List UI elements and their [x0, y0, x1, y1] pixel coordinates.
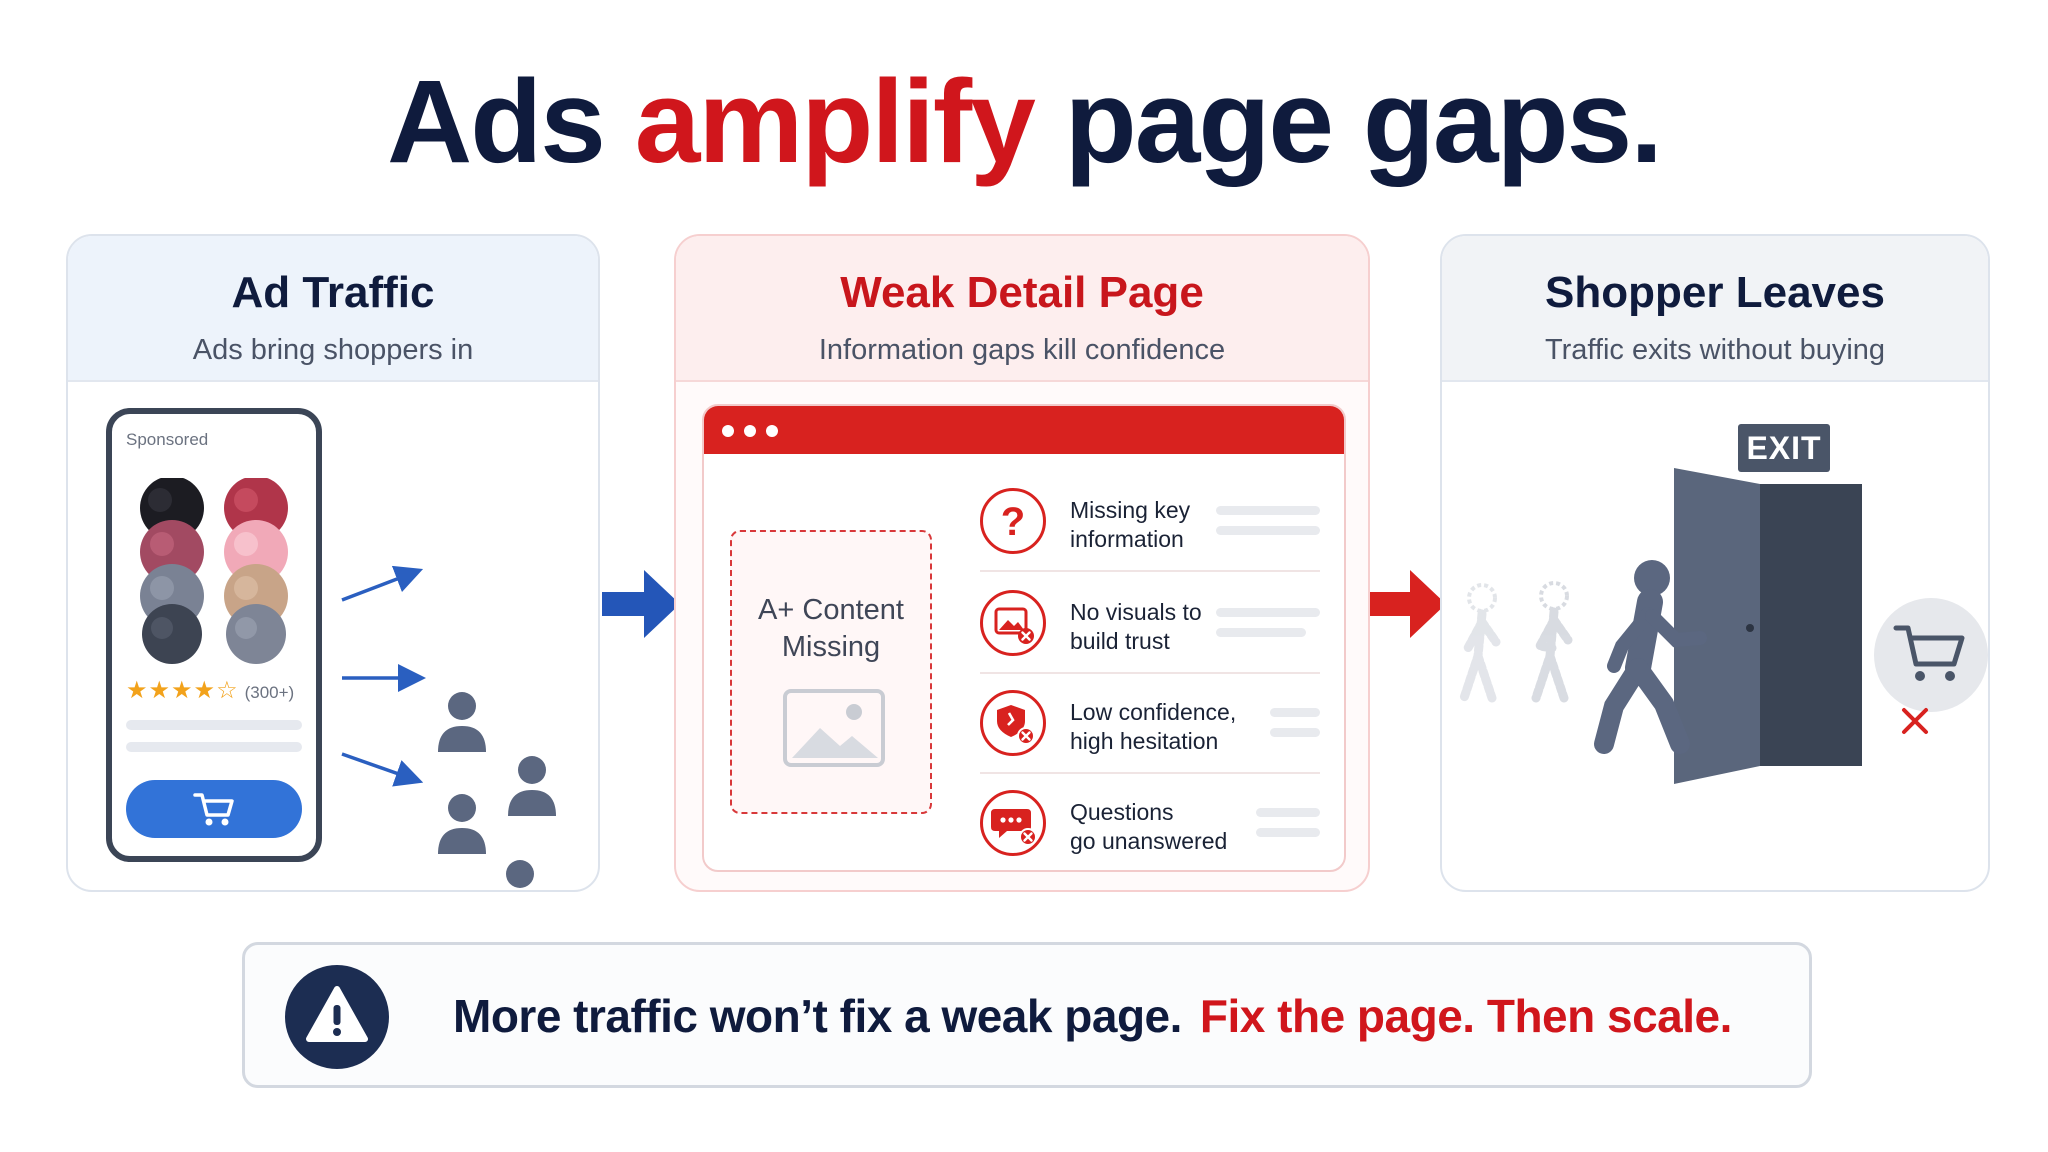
weak-detail-subtitle: Information gaps kill confidence	[818, 334, 1226, 366]
placeholder-line	[1216, 628, 1306, 637]
review-count: (300+)	[244, 683, 295, 702]
image-placeholder-icon	[783, 689, 885, 767]
chat-error-icon	[980, 790, 1046, 856]
cart-circle	[1874, 598, 1988, 712]
warning-icon	[285, 965, 389, 1069]
divider	[980, 672, 1320, 674]
exit-scene	[1459, 468, 1862, 784]
window-dot	[722, 425, 734, 437]
svg-text:?: ?	[1001, 500, 1025, 544]
faded-person-icon	[1531, 581, 1573, 703]
shopper-person-icon	[508, 756, 556, 816]
sponsored-label: Sponsored	[126, 430, 209, 449]
aplus-content-placeholder: A+ Content Missing	[730, 530, 932, 814]
banner-accent-text: Fix the page. Then scale.	[1199, 990, 1733, 1042]
shopper-person-icon	[438, 692, 486, 752]
stars: ★★★★☆	[126, 677, 239, 704]
traffic-arrows	[341, 565, 426, 787]
exit-sign: EXIT	[1738, 424, 1830, 472]
placeholder-line	[126, 720, 302, 730]
issue-row-low-confidence: Low confidence,high hesitation	[980, 672, 1320, 772]
phone-mockup: Sponsored ★★★★☆ (300+)	[106, 408, 322, 862]
ad-traffic-header: Ad Traffic Ads bring shoppers in	[68, 236, 598, 382]
shopper-person-icon	[438, 794, 486, 854]
placeholder-line	[1270, 708, 1320, 717]
ad-traffic-panel: Ad Traffic Ads bring shoppers in Sponsor…	[66, 234, 600, 892]
product-image-icon	[140, 478, 288, 664]
flow-arrow-right-icon	[1370, 570, 1446, 638]
broken-shield-icon	[980, 690, 1046, 756]
x-icon	[1902, 708, 1928, 734]
placeholder-line	[1216, 608, 1320, 617]
ad-traffic-title: Ad Traffic	[231, 268, 435, 317]
placeholder-line	[1216, 526, 1320, 535]
aplus-label: A+ Content Missing	[732, 592, 930, 666]
cart-icon	[1893, 625, 1965, 681]
shopper-leaves-subtitle: Traffic exits without buying	[1544, 334, 1886, 366]
flow-arrow-right-icon	[602, 570, 680, 638]
browser-title-bar	[704, 406, 1344, 454]
weak-detail-panel: Weak Detail Page Information gaps kill c…	[674, 234, 1370, 892]
headline-part2: page gaps.	[1064, 56, 1663, 188]
no-image-icon	[980, 590, 1046, 656]
weak-detail-title: Weak Detail Page	[840, 268, 1204, 317]
bottom-banner: More traffic won’t fix a weak page. Fix t…	[242, 942, 1812, 1088]
walking-person-icon	[1594, 560, 1707, 754]
rating-stars: ★★★★☆ (300+)	[126, 676, 294, 705]
divider	[980, 772, 1320, 774]
shopper-person-icon	[506, 860, 534, 888]
add-to-cart-button[interactable]	[126, 780, 302, 838]
placeholder-line	[1270, 728, 1320, 737]
shopper-leaves-header: Shopper Leaves Traffic exits without buy…	[1442, 236, 1988, 382]
headline-accent: amplify	[634, 56, 1036, 188]
placeholder-line	[126, 742, 302, 752]
aplus-line2: Missing	[781, 631, 881, 663]
issue-text: Low confidence,high hesitation	[1070, 699, 1237, 754]
placeholder-line	[1216, 506, 1320, 515]
faded-person-icon	[1459, 583, 1501, 703]
door-frame-icon	[1756, 484, 1862, 766]
shopper-leaves-title: Shopper Leaves	[1545, 268, 1885, 317]
headline-part1: Ads	[386, 56, 606, 188]
divider	[980, 570, 1320, 572]
banner-message: More traffic won’t fix a weak page. Fix t…	[453, 989, 1732, 1043]
placeholder-line	[1256, 808, 1320, 817]
door-icon	[1674, 468, 1760, 784]
window-dot	[744, 425, 756, 437]
banner-main-text: More traffic won’t fix a weak page.	[453, 990, 1182, 1042]
headline: Ads amplify page gaps.	[0, 56, 2048, 188]
cart-icon	[193, 793, 234, 826]
placeholder-line	[1256, 828, 1320, 837]
ad-traffic-subtitle: Ads bring shoppers in	[192, 334, 474, 366]
question-icon: ?	[980, 488, 1046, 554]
weak-detail-header: Weak Detail Page Information gaps kill c…	[676, 236, 1368, 382]
window-dot	[766, 425, 778, 437]
aplus-line1: A+ Content	[758, 594, 904, 626]
shopper-leaves-panel: Shopper Leaves Traffic exits without buy…	[1440, 234, 1990, 892]
